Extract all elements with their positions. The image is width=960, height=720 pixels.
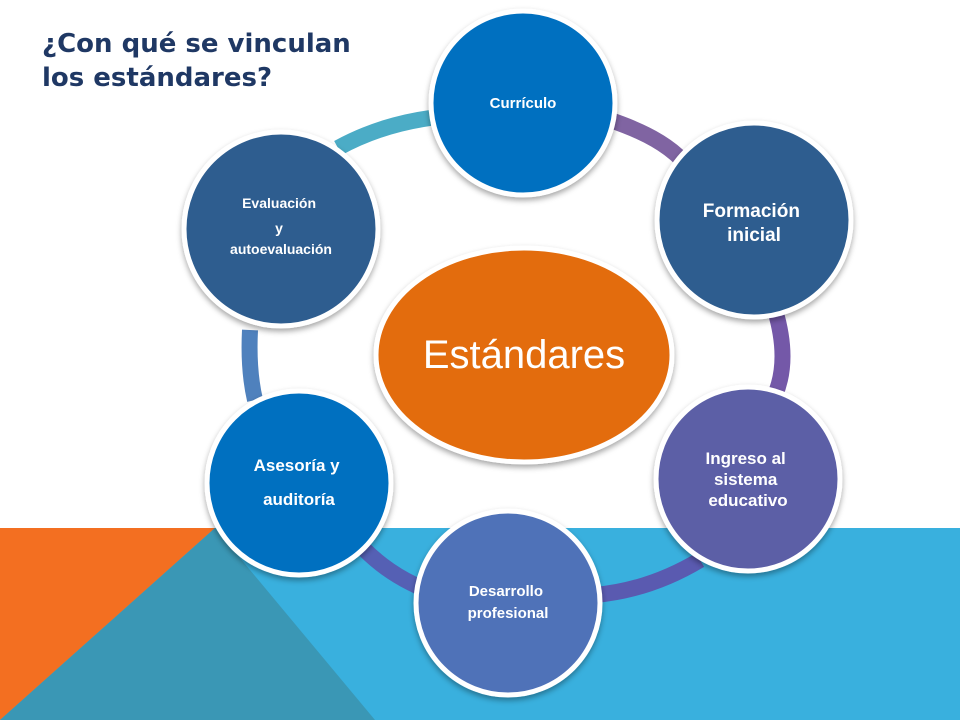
node-ingreso-label: Ingreso al sistema educativo — [705, 449, 790, 510]
node-evaluacion-line-3: autoevaluación — [230, 241, 332, 257]
node-evaluacion-label: Evaluación y autoevaluación — [230, 195, 332, 257]
node-curriculo-label: Currículo — [490, 95, 557, 112]
node-asesoria-label: Asesoría y auditoría — [254, 456, 345, 509]
node-curriculo: Currículo — [428, 8, 618, 198]
node-ingreso-circle — [653, 384, 843, 574]
node-evaluacion-circle — [181, 129, 381, 329]
node-asesoria: Asesoría y auditoría — [204, 388, 394, 578]
connector-ring — [241, 110, 791, 603]
node-formacion: Formación inicial — [654, 120, 854, 320]
node-formacion-label: Formación inicial — [703, 201, 805, 246]
connector-ingreso-desarrollo — [594, 553, 705, 603]
node-desarrollo-circle — [413, 508, 603, 698]
slide-title-line-1: ¿Con qué se vinculan — [42, 29, 351, 59]
node-ingreso-line-2: sistema — [714, 470, 778, 489]
node-asesoria-line-2: auditoría — [263, 490, 335, 509]
node-asesoria-circle — [204, 388, 394, 578]
node-formacion-line-2: inicial — [727, 225, 781, 246]
connector-evaluacion-curriculo — [334, 110, 432, 156]
node-ingreso-line-1: Ingreso al — [705, 449, 785, 468]
node-desarrollo: Desarrollo profesional — [413, 508, 603, 698]
node-ingreso: Ingreso al sistema educativo — [653, 384, 843, 574]
node-curriculo-circle — [428, 8, 618, 198]
node-curriculo-line-1: Currículo — [490, 95, 557, 112]
node-desarrollo-line-2: profesional — [468, 605, 549, 622]
node-evaluacion-line-1: Evaluación — [242, 195, 316, 211]
node-ingreso-line-3: educativo — [708, 491, 787, 510]
node-desarrollo-line-1: Desarrollo — [469, 583, 543, 600]
slide-title-line-2: los estándares? — [42, 63, 272, 93]
center-node — [373, 245, 675, 465]
node-asesoria-line-1: Asesoría y — [254, 456, 341, 475]
node-evaluacion: Evaluación y autoevaluación — [181, 129, 381, 329]
center-ellipse — [373, 245, 675, 465]
node-evaluacion-line-2: y — [275, 220, 283, 236]
background-teal-triangle — [0, 528, 375, 720]
connector-formacion-ingreso — [767, 307, 791, 399]
node-formacion-line-1: Formación — [703, 201, 800, 222]
center-label: Estándares — [423, 333, 625, 377]
node-formacion-circle — [654, 120, 854, 320]
slide-title: ¿Con qué se vinculan los estándares? — [42, 29, 355, 93]
node-desarrollo-label: Desarrollo profesional — [468, 583, 549, 622]
connector-asesoria-evaluacion — [241, 329, 263, 402]
